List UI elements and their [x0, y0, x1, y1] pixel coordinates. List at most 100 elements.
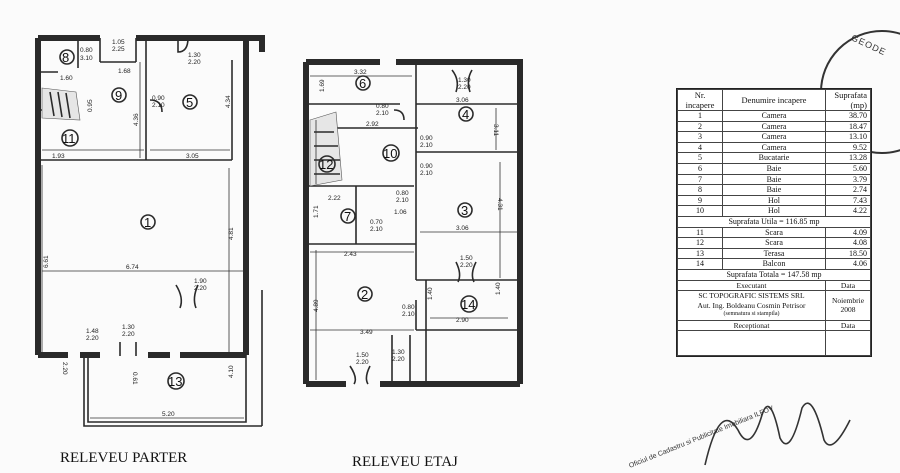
dim-label: 2.25 — [112, 46, 125, 53]
room-name: Scara — [722, 226, 826, 239]
sum-totala: Suprafata Totala = 147.58 mp — [677, 268, 871, 281]
dim-label: 1.06 — [394, 209, 407, 216]
room-name: Camera — [722, 110, 826, 122]
dim-label: 0.61 — [131, 372, 138, 385]
dim-label: 2.20 — [194, 285, 207, 292]
dim-label: 0.70 — [370, 219, 383, 226]
receptionat-blank — [677, 330, 826, 357]
room-name: Camera — [722, 131, 826, 143]
dim-label: 2.43 — [344, 251, 357, 258]
room-label: 12 — [319, 157, 333, 172]
room-name: Baie — [722, 162, 826, 175]
dims-parter: 0.80 3.10 1.05 2.25 1.30 2.20 1.60 1.68 … — [43, 39, 235, 418]
receptionat-blank-row — [677, 330, 871, 357]
room-name: Terasa — [722, 247, 826, 260]
dim-label: 2.10 — [376, 110, 389, 117]
dim-label: 4.34 — [225, 95, 232, 108]
dim-label: 4.31 — [496, 198, 503, 211]
room-label: 5 — [186, 95, 193, 110]
room-label: 2 — [361, 287, 368, 302]
sum-row-utila: Suprafata Utila = 116.85 mp — [677, 215, 871, 228]
room-number: 5 — [677, 152, 723, 164]
dim-label: 1.40 — [427, 287, 434, 300]
room-name: Hol — [722, 205, 826, 217]
room-number: 11 — [677, 226, 723, 239]
signature-stamp: Oficiul de Cadastru si Publicitate Imobi… — [628, 402, 851, 470]
room-surface: 18.50 — [825, 247, 871, 260]
rooms-parter: 8 9 5 11 1 13 — [59, 49, 198, 390]
executant-cell: SC TOPOGRAFIC SISTEMS SRL Aut. Ing. Bold… — [677, 290, 826, 321]
dim-label: 2.90 — [456, 317, 469, 324]
header-nr: Nr. incapere — [677, 89, 723, 111]
data2-label: Data — [825, 319, 871, 332]
room-name: Bucatarie — [722, 152, 826, 164]
room-name: Scara — [722, 237, 826, 249]
dim-label: 0.90 — [420, 135, 433, 142]
dim-label: 2.10 — [402, 311, 415, 318]
room-number: 4 — [677, 141, 723, 154]
dim-label: 4.81 — [228, 227, 235, 240]
dim-label: 1.48 — [86, 328, 99, 335]
dim-label: 4.36 — [133, 113, 140, 126]
dim-label: 4.10 — [228, 365, 235, 378]
room-name: Baie — [722, 173, 826, 186]
author-note: (semnatura si stampila) — [723, 311, 780, 318]
dim-label: 0.80 — [376, 103, 389, 110]
dim-label: 2.92 — [366, 121, 379, 128]
dim-label: 3.11 — [492, 124, 499, 137]
room-surface: 9.52 — [825, 141, 871, 154]
dim-label: 0.80 — [396, 190, 409, 197]
legend-table: Nr. incapere Denumire incapere Suprafata… — [677, 89, 871, 357]
dim-label: 1.69 — [319, 79, 326, 92]
executant-label: Executant — [677, 279, 826, 292]
dim-label: 1.30 — [458, 77, 471, 84]
dim-label: 6.74 — [126, 264, 139, 271]
sum-utila: Suprafata Utila = 116.85 mp — [677, 215, 871, 228]
room-number: 8 — [677, 184, 723, 196]
plan-title: RELEVEU PARTER — [60, 450, 187, 466]
room-surface: 38.70 — [825, 110, 871, 122]
legend-header-row: Nr. incapere Denumire incapere Suprafata… — [677, 89, 871, 111]
room-surface: 5.60 — [825, 162, 871, 175]
room-number: 6 — [677, 162, 723, 175]
plan-title: RELEVEU ETAJ — [352, 454, 458, 470]
room-label: 11 — [62, 131, 76, 146]
dim-label: 0.95 — [87, 99, 94, 112]
room-name: Camera — [722, 141, 826, 154]
dim-label: 2.20 — [188, 59, 201, 66]
surface-legend: Nr. incapere Denumire incapere Suprafata… — [676, 88, 872, 358]
data2-blank — [825, 330, 871, 357]
room-label: 1 — [144, 215, 151, 230]
dims-etaj: 3.32 1.30 2.20 0.80 2.10 3.06 3.11 2.92 … — [313, 69, 503, 366]
header-denumire: Denumire incapere — [722, 89, 826, 111]
dim-label: 2.10 — [420, 170, 433, 177]
room-label: 10 — [383, 146, 397, 161]
dim-label: 1.50 — [460, 255, 473, 262]
dim-label: 2.20 — [356, 359, 369, 366]
dim-label: 2.20 — [86, 335, 99, 342]
dim-label: 2.10 — [420, 142, 433, 149]
room-label: 14 — [461, 297, 475, 312]
room-surface: 3.79 — [825, 173, 871, 186]
signature-scribble — [704, 402, 851, 466]
executant-header-row: Executant Data — [677, 279, 871, 292]
room-surface: 4.09 — [825, 226, 871, 239]
dim-label: 2.20 — [460, 262, 473, 269]
room-surface: 4.08 — [825, 237, 871, 249]
room-name: Hol — [722, 194, 826, 207]
room-number: 3 — [677, 131, 723, 143]
rooms-etaj: 6 4 10 12 7 3 2 14 — [318, 75, 478, 313]
